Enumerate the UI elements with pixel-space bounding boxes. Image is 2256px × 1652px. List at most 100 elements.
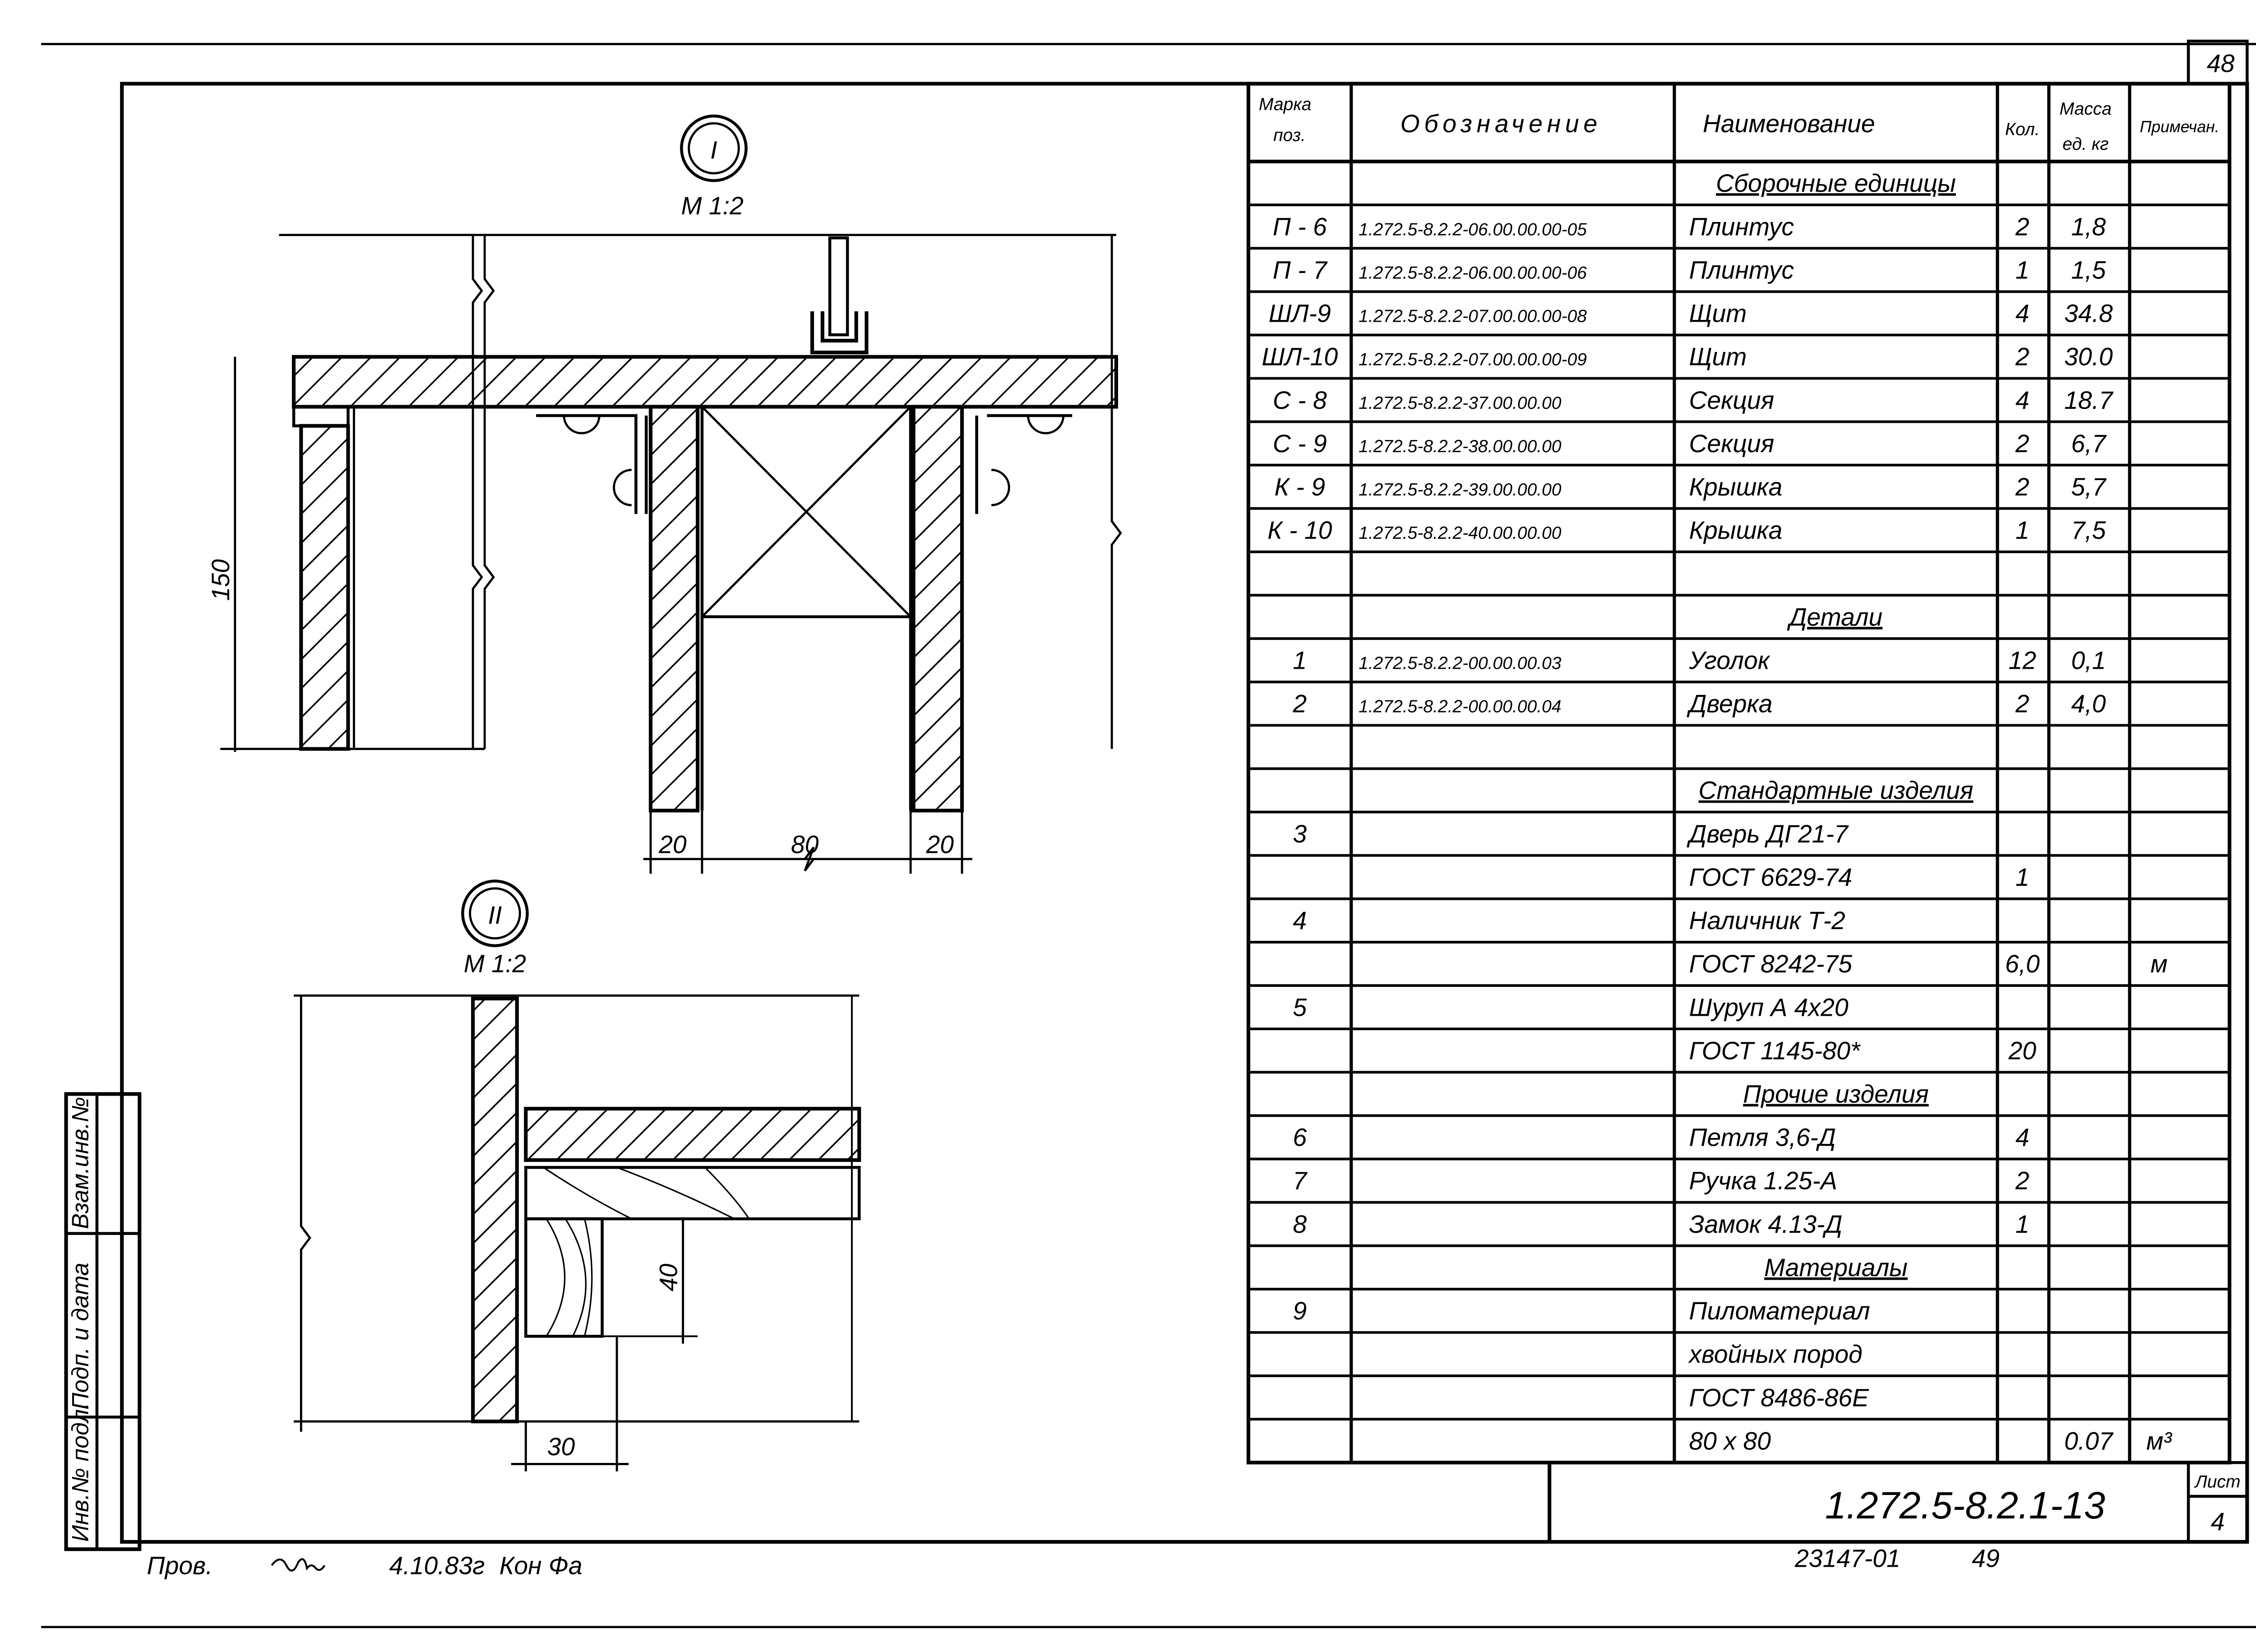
pos-cell: 8 (1293, 1210, 1307, 1238)
table-section-heading: Прочие изделия (1743, 1080, 1929, 1108)
header-note: Примечан. (2140, 118, 2219, 136)
name-cell: Уголок (1688, 646, 1770, 674)
side-stamp: Инв.№ подл. Подп. и дата Взам.инв.№ (64, 1092, 142, 1551)
document-designation: 1.272.5-8.2.1-13 (1825, 1484, 2105, 1527)
replacement-inventory-label: Взам.инв.№ (67, 1097, 93, 1229)
mass-cell: 1,5 (2071, 256, 2106, 284)
name-cell: Секция (1689, 430, 1774, 458)
qty-cell: 4 (2016, 1124, 2029, 1152)
note-cell: м³ (2146, 1427, 2173, 1455)
name-cell: Наличник Т-2 (1689, 907, 1845, 935)
designation-cell: 1.272.5-8.2.2-06.00.00.00-06 (1359, 263, 1587, 282)
header-pos-1: Марка (1259, 95, 1312, 114)
table-row: ГОСТ 1145-80*20 (1689, 1037, 2036, 1064)
name-cell: Пиломатериал (1689, 1297, 1870, 1325)
header-mass-1: Масса (2060, 99, 2112, 119)
pos-cell: ШЛ-10 (1262, 343, 1338, 371)
table-row: хвойных пород (1687, 1340, 1862, 1368)
header-designation: Обозначение (1401, 110, 1602, 138)
qty-cell: 2 (2015, 213, 2029, 241)
name-cell: Стандартные изделия (1698, 777, 1973, 805)
header-mass-2: ед. кг (2062, 134, 2108, 154)
header-pos-2: поз. (1273, 125, 1306, 145)
dimension-30: 30 (547, 1433, 575, 1461)
qty-cell: 6,0 (2005, 950, 2040, 978)
mass-cell: 7,5 (2071, 516, 2106, 544)
mass-cell: 34.8 (2064, 300, 2113, 328)
name-cell: Секция (1689, 386, 1774, 414)
approval-role: Пров. (147, 1552, 213, 1580)
dimension-20-left: 20 (658, 831, 687, 859)
archive-number: 23147-01 (1794, 1544, 1900, 1572)
qty-cell: 1 (2016, 516, 2029, 544)
pos-cell: 3 (1293, 820, 1307, 848)
name-cell: Прочие изделия (1743, 1080, 1929, 1108)
name-cell: ГОСТ 8242-75 (1689, 950, 1852, 978)
name-cell: хвойных пород (1687, 1340, 1862, 1368)
name-cell: Дверь ДГ21-7 (1686, 820, 1849, 848)
table-section-heading: Стандартные изделия (1698, 777, 1973, 805)
table-section-heading: Материалы (1764, 1254, 1908, 1282)
name-cell: Крышка (1689, 516, 1782, 544)
designation-cell: 1.272.5-8.2.2-38.00.00.00 (1359, 437, 1562, 456)
mass-cell: 0.07 (2064, 1427, 2114, 1455)
name-cell: Щит (1689, 343, 1747, 371)
qty-cell: 20 (2008, 1037, 2037, 1064)
sheet-label: Лист (2194, 1472, 2241, 1492)
name-cell: Материалы (1764, 1254, 1908, 1282)
view-1-scale: М 1:2 (681, 192, 744, 220)
qty-cell: 4 (2016, 386, 2029, 414)
header-qty: Кол. (2005, 120, 2040, 139)
qty-cell: 2 (2015, 690, 2029, 718)
note-cell: м (2150, 950, 2168, 978)
view-2-scale: М 1:2 (464, 949, 526, 977)
header-name: Наименование (1703, 110, 1875, 138)
sheet-frame (41, 39, 2256, 1629)
view-2-marker: II (488, 901, 502, 929)
approval-signature (271, 1558, 326, 1572)
mass-cell: 6,7 (2071, 430, 2107, 458)
table-row: 9 Пиломатериал (1293, 1297, 1870, 1325)
table-row: 4 Наличник Т-2 (1293, 907, 1845, 935)
pos-cell: ШЛ-9 (1269, 300, 1331, 328)
top-sheet-number: 48 (2207, 49, 2235, 77)
name-cell: 80 х 80 (1689, 1427, 1771, 1455)
qty-cell: 1 (2016, 863, 2029, 891)
name-cell: Ручка 1.25-А (1689, 1167, 1837, 1195)
qty-cell: 2 (2015, 343, 2029, 371)
table-row: ГОСТ 8242-75 6,0 м (1689, 950, 2168, 978)
pos-cell: 9 (1293, 1297, 1307, 1325)
table-header: Марка поз. Обозначение Наименование Кол.… (1259, 95, 2219, 154)
mass-cell: 5,7 (2071, 473, 2107, 501)
name-cell: ГОСТ 8486-86Е (1689, 1384, 1869, 1411)
name-cell: Дверка (1686, 690, 1772, 718)
designation-cell: 1.272.5-8.2.2-40.00.00.00 (1359, 523, 1562, 543)
name-cell: Детали (1787, 603, 1883, 631)
designation-cell: 1.272.5-8.2.2-39.00.00.00 (1359, 480, 1562, 500)
qty-cell: 2 (2015, 1167, 2029, 1195)
pos-cell: 4 (1293, 907, 1307, 935)
dimension-20-right: 20 (926, 831, 954, 859)
view-1-marker: I (710, 136, 717, 164)
dimension-150: 150 (207, 559, 235, 601)
pos-cell: П - 6 (1273, 213, 1327, 241)
archive-page: 49 (1972, 1544, 2000, 1572)
name-cell: Шуруп А 4х20 (1689, 993, 1848, 1021)
qty-cell: 4 (2016, 300, 2029, 328)
name-cell: Крышка (1689, 473, 1782, 501)
pos-cell: 7 (1293, 1167, 1308, 1195)
designation-cell: 1.272.5-8.2.2-06.00.00.00-05 (1359, 220, 1587, 239)
name-cell: ГОСТ 6629-74 (1689, 863, 1852, 891)
